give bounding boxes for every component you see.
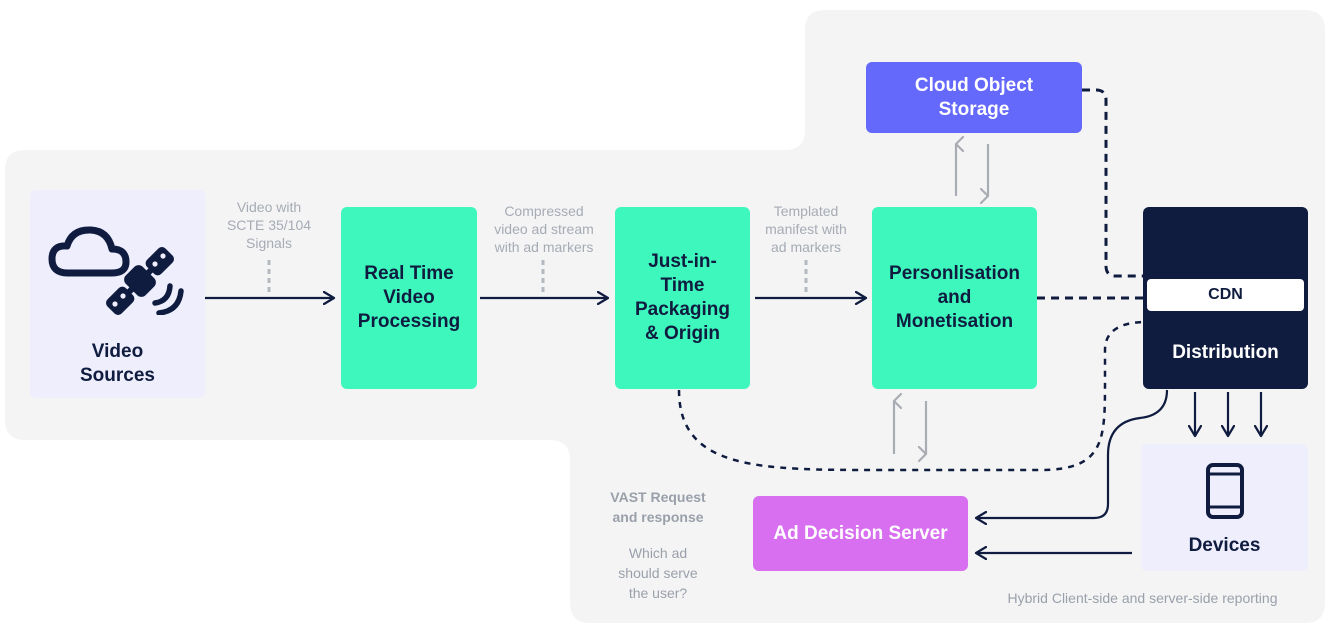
ad-decision-server-label: Ad Decision Server	[773, 522, 948, 544]
footer-reporting-text: Hybrid Client-side and server-side repor…	[1007, 590, 1278, 606]
ad-decision-server-node: Ad Decision Server	[753, 496, 968, 571]
arrow-distribution-to-ads	[976, 389, 1169, 518]
cdn-label: CDN	[1208, 286, 1243, 303]
mobile-phone-icon	[1205, 463, 1244, 519]
dashed-packaging-loop	[677, 320, 1147, 472]
personalisation-node: Personlisation and Monetisation	[872, 207, 1037, 389]
cloud-storage-node: Cloud Object Storage	[866, 62, 1082, 133]
real-time-processing-label: Real Time Video Processing	[357, 263, 461, 332]
vast-request-label: VAST Request and response	[610, 489, 706, 525]
personalisation-label: Personlisation and Monetisation	[889, 263, 1020, 332]
video-sources-node: Video Sources	[30, 190, 205, 398]
jit-packaging-node: Just-in- Time Packaging & Origin	[615, 207, 750, 389]
edge-label-compressed: Compressed video ad stream with ad marke…	[494, 203, 594, 255]
devices-node: Devices	[1141, 444, 1308, 571]
cdn-node: CDN	[1147, 279, 1304, 311]
video-sources-label: Video Sources	[80, 341, 155, 386]
satellite-cloud-icon	[48, 226, 184, 315]
jit-packaging-label: Just-in- Time Packaging & Origin	[634, 251, 731, 344]
real-time-processing-node: Real Time Video Processing	[341, 207, 477, 389]
cloud-storage-label: Cloud Object Storage	[914, 74, 1034, 120]
distribution-label: Distribution	[1172, 342, 1279, 363]
devices-label: Devices	[1188, 535, 1261, 556]
edge-label-video-scte: Video with SCTE 35/104 Signals	[226, 199, 312, 251]
edge-label-templated: Templated manifest with ad markers	[765, 203, 847, 255]
dashed-storage-to-cdn	[1082, 88, 1146, 278]
vast-question-label: Which ad should serve the user?	[618, 545, 698, 601]
